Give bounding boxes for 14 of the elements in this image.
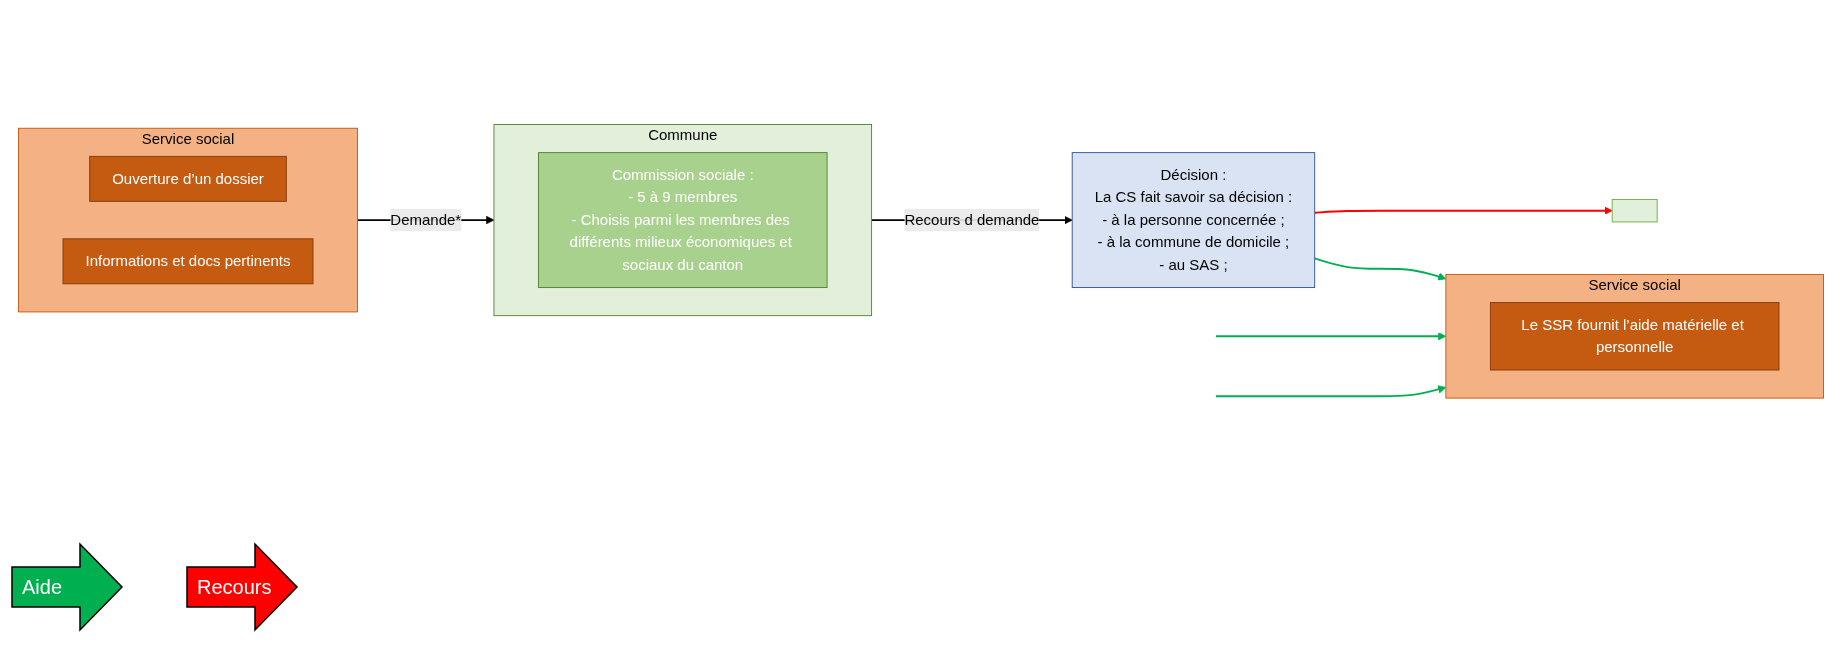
- arrow: [1313, 206, 1613, 215]
- node-box: Ouverture d’un dossier: [88, 155, 287, 202]
- edge-label: Demande*: [389, 211, 461, 228]
- edge-label: Recours d demande: [903, 211, 1039, 228]
- arrow: [1214, 332, 1446, 341]
- node-box: Décision : La CS fait savoir sa décision : - à la personne concernée ; - à la commune de domicile ; - au SAS ;: [1071, 152, 1315, 289]
- legend-label: Recours: [197, 576, 272, 599]
- arrow: [1214, 385, 1446, 398]
- node-box: Le SSR fournit l’aide matérielle et personnelle: [1489, 302, 1779, 371]
- legend-label: Aide: [22, 576, 63, 599]
- node-box: Informations et docs pertinents: [62, 238, 313, 285]
- node-box: [1611, 199, 1658, 223]
- node-box: Commission sociale : - 5 à 9 membres - Choisis parmi les membres des différents milieux économiques et sociaux du canton: [537, 152, 828, 289]
- arrow: [1313, 257, 1446, 281]
